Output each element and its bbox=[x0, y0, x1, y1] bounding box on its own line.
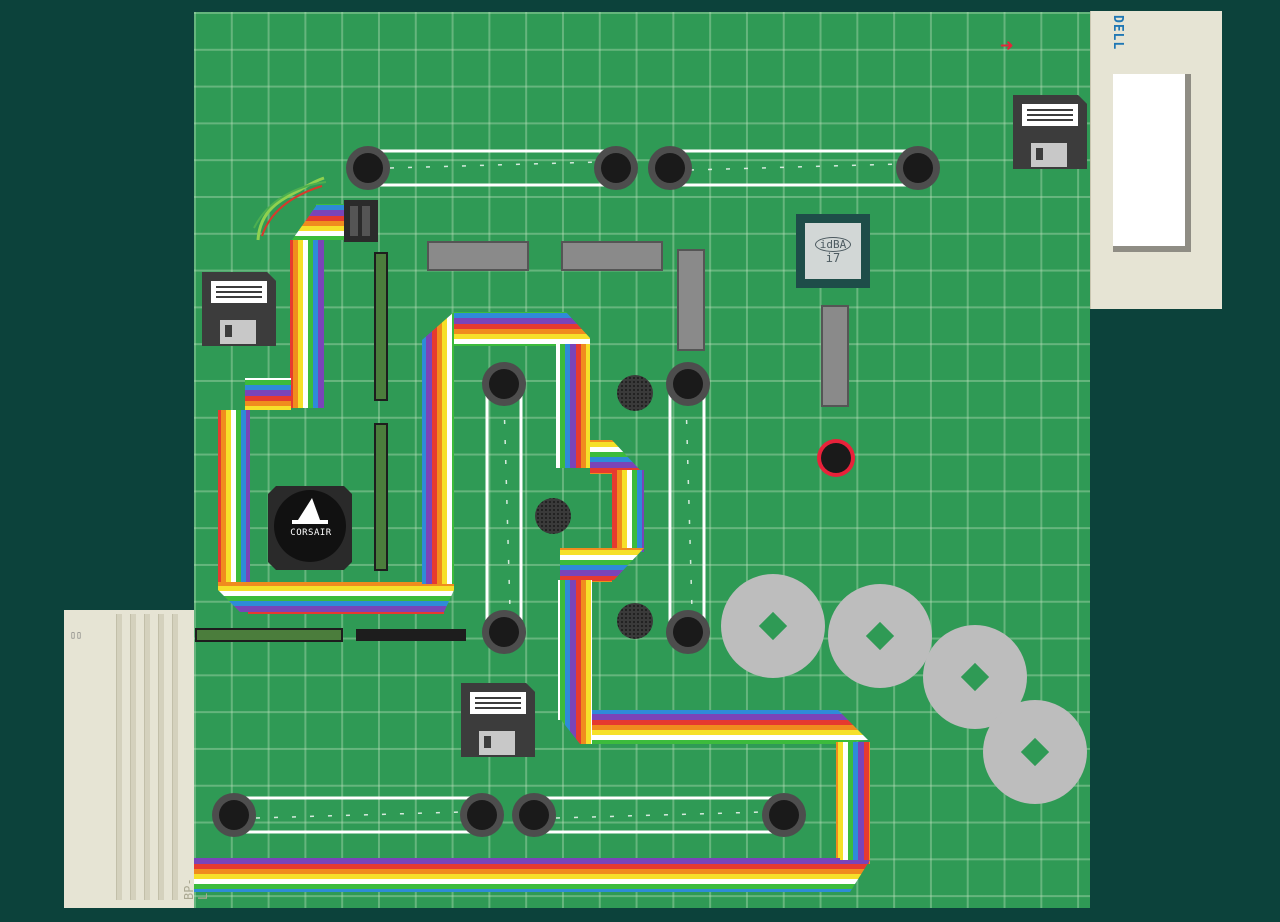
floppy-label bbox=[211, 281, 267, 303]
left-device-panel: ▯▯ BP-Link bbox=[64, 610, 210, 908]
floppy-shutter bbox=[220, 320, 256, 344]
conveyor-belt-vertical[interactable] bbox=[485, 381, 706, 635]
right-panel-slot[interactable] bbox=[1113, 74, 1191, 252]
ide-connector[interactable] bbox=[427, 241, 849, 407]
floppy-disk[interactable] bbox=[461, 683, 535, 757]
panel-vent bbox=[172, 614, 178, 900]
cpu-face: idBA i7 bbox=[805, 223, 861, 279]
floppy-shutter bbox=[479, 731, 515, 755]
cpu-model: i7 bbox=[825, 251, 841, 265]
power-connector[interactable] bbox=[253, 176, 378, 242]
game-board bbox=[194, 12, 1090, 908]
panel-vent bbox=[116, 614, 122, 900]
floppy-label bbox=[470, 692, 526, 714]
cooling-fan[interactable] bbox=[268, 486, 352, 570]
cpu-chip[interactable]: idBA i7 bbox=[796, 214, 870, 288]
cd-disc[interactable] bbox=[721, 574, 1087, 804]
panel-status-icon: ▯▯ bbox=[70, 630, 83, 641]
red-button[interactable] bbox=[817, 439, 855, 477]
conveyor-belt-bottom[interactable] bbox=[232, 796, 786, 834]
roller[interactable] bbox=[212, 146, 940, 837]
fan-brand-label: CORSAIR bbox=[290, 528, 332, 538]
floppy-label bbox=[1022, 104, 1078, 126]
cpu-logo: idBA bbox=[814, 237, 852, 252]
right-device-panel: DELL bbox=[1090, 11, 1222, 309]
panel-vent bbox=[158, 614, 164, 900]
floppy-shutter bbox=[1031, 143, 1067, 167]
panel-vent bbox=[144, 614, 150, 900]
floppy-disk[interactable] bbox=[1013, 95, 1087, 169]
panel-vent bbox=[130, 614, 136, 900]
arrow-right-icon[interactable]: ➜ bbox=[1000, 34, 1014, 59]
rainbow-cable[interactable] bbox=[194, 204, 870, 892]
expansion-slot[interactable] bbox=[195, 252, 466, 642]
conveyor-belt-top[interactable] bbox=[366, 149, 920, 187]
floppy-disk[interactable] bbox=[202, 272, 276, 346]
speaker-grille bbox=[535, 375, 653, 639]
